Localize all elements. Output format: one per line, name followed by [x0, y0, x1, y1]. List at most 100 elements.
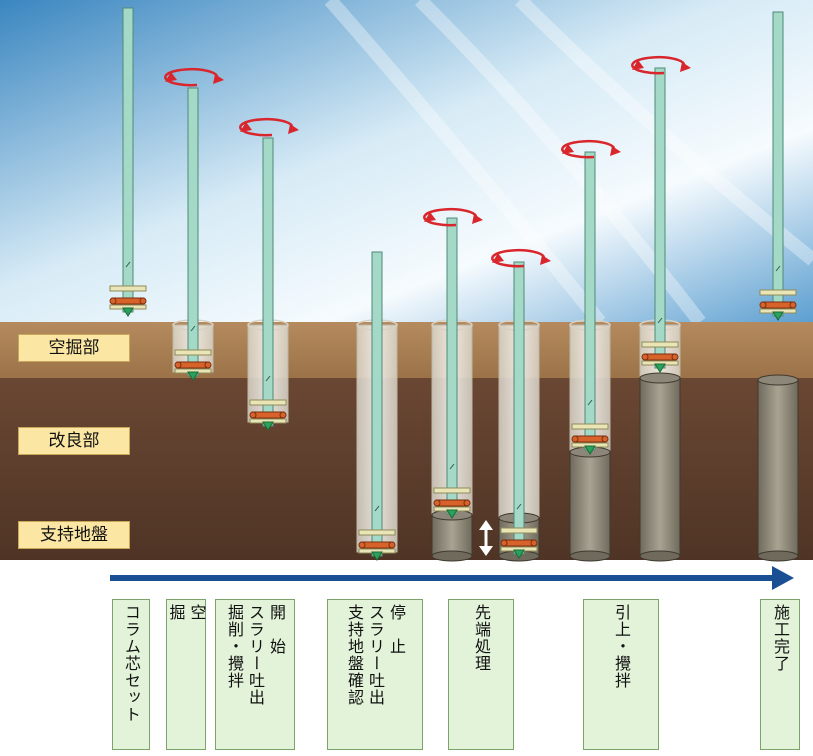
drill-rod	[654, 67, 666, 369]
column-bottom	[431, 550, 473, 562]
drill-tip	[513, 549, 525, 559]
column-top	[639, 372, 681, 384]
progress-arrow-shaft	[110, 575, 780, 581]
cutter-joint	[530, 539, 538, 547]
rotation-arrowhead	[632, 60, 644, 70]
layer-label-support: 支持地盤	[18, 521, 130, 549]
step-text: 空	[187, 604, 207, 621]
cutter-joint	[571, 435, 579, 443]
step-text: スラリー吐出	[366, 604, 385, 706]
cutter-joint	[433, 499, 441, 507]
cutter-joint	[641, 353, 649, 361]
cutter-joint	[463, 499, 471, 507]
rod-mark	[125, 261, 131, 268]
drill-tip	[584, 445, 596, 455]
rotation-arrowhead	[610, 146, 621, 156]
upper-blade	[500, 527, 538, 534]
rod-mark	[374, 505, 380, 512]
orange-cutter	[502, 539, 536, 547]
rotation-arrowhead	[492, 253, 504, 263]
upper-blade	[249, 399, 287, 406]
step-box: 先端処理	[448, 599, 514, 750]
drill-rod	[371, 251, 383, 557]
drill-rod	[446, 217, 458, 515]
step-text: 先端処理	[472, 604, 491, 672]
rotation-arrowhead	[680, 62, 691, 72]
step-text: 掘削・攪拌	[225, 604, 244, 689]
orange-cutter	[643, 353, 677, 361]
step-box: 停 止スラリー吐出支持地盤確認	[327, 599, 423, 750]
rotation-arrow	[631, 55, 686, 75]
updown-arrowhead	[479, 520, 493, 530]
drill-rod	[772, 11, 784, 317]
cutter-joint	[759, 301, 767, 309]
upper-blade	[433, 487, 471, 494]
orange-cutter	[176, 361, 210, 369]
rotation-arrow	[164, 67, 219, 87]
cutter-joint	[671, 353, 679, 361]
column-top	[757, 374, 799, 386]
step-text: 開 始	[267, 604, 286, 655]
cutter-joint	[249, 411, 257, 419]
layer-label-improve: 改良部	[18, 427, 130, 455]
updown-arrowhead	[479, 546, 493, 556]
orange-cutter	[251, 411, 285, 419]
upper-blade	[571, 423, 609, 430]
drill-tip	[187, 371, 199, 381]
soil-cement-column	[757, 379, 799, 557]
step-box: 引上・攪拌	[583, 599, 659, 750]
drill-tip	[446, 509, 458, 519]
step-text: 支持地盤確認	[345, 604, 364, 706]
step-text: 引上・攪拌	[612, 604, 631, 689]
upper-blade	[109, 285, 147, 292]
drill-tip	[772, 311, 784, 321]
column-bottom	[639, 550, 681, 562]
rotation-arrow	[491, 248, 546, 268]
rotation-arrowhead	[240, 122, 252, 132]
cutter-joint	[139, 297, 147, 305]
step-box: 空掘	[166, 599, 207, 750]
progress-arrowhead	[772, 566, 794, 590]
step-box: コラム芯セット	[112, 599, 150, 750]
upper-blade	[759, 289, 797, 296]
step-box: 開 始スラリー吐出掘削・攪拌	[215, 599, 295, 750]
cutter-joint	[204, 361, 212, 369]
cutter-joint	[789, 301, 797, 309]
rotation-arrow	[239, 117, 294, 137]
drill-rod	[122, 7, 134, 313]
step-text: スラリー吐出	[246, 604, 265, 706]
rotation-arrowhead	[165, 72, 177, 82]
upper-blade	[358, 529, 396, 536]
upper-blade	[641, 341, 679, 348]
drill-rod	[187, 87, 199, 377]
rod-mark	[657, 317, 663, 324]
rotation-arrowhead	[213, 74, 224, 84]
orange-cutter	[360, 541, 394, 549]
cutter-joint	[601, 435, 609, 443]
cutter-joint	[358, 541, 366, 549]
orange-cutter	[435, 499, 469, 507]
drill-rod	[584, 151, 596, 451]
soil-cement-column	[639, 377, 681, 557]
rod-mark	[265, 375, 271, 382]
layer-label-empty: 空掘部	[18, 334, 130, 362]
rotation-arrow	[423, 207, 478, 227]
cutter-joint	[500, 539, 508, 547]
cutter-joint	[109, 297, 117, 305]
rod-mark	[775, 265, 781, 272]
step-box: 施工完了	[760, 599, 800, 750]
column-bottom	[569, 550, 611, 562]
rotation-arrowhead	[472, 214, 483, 224]
step-text: 施工完了	[771, 604, 790, 672]
drill-tip	[654, 363, 666, 373]
orange-cutter	[111, 297, 145, 305]
rod-mark	[587, 399, 593, 406]
drill-tip	[371, 551, 383, 561]
rod-mark	[449, 463, 455, 470]
drill-rod	[513, 261, 525, 555]
rotation-arrowhead	[424, 212, 436, 222]
drill-tip	[262, 421, 274, 431]
rotation-arrow	[561, 139, 616, 159]
